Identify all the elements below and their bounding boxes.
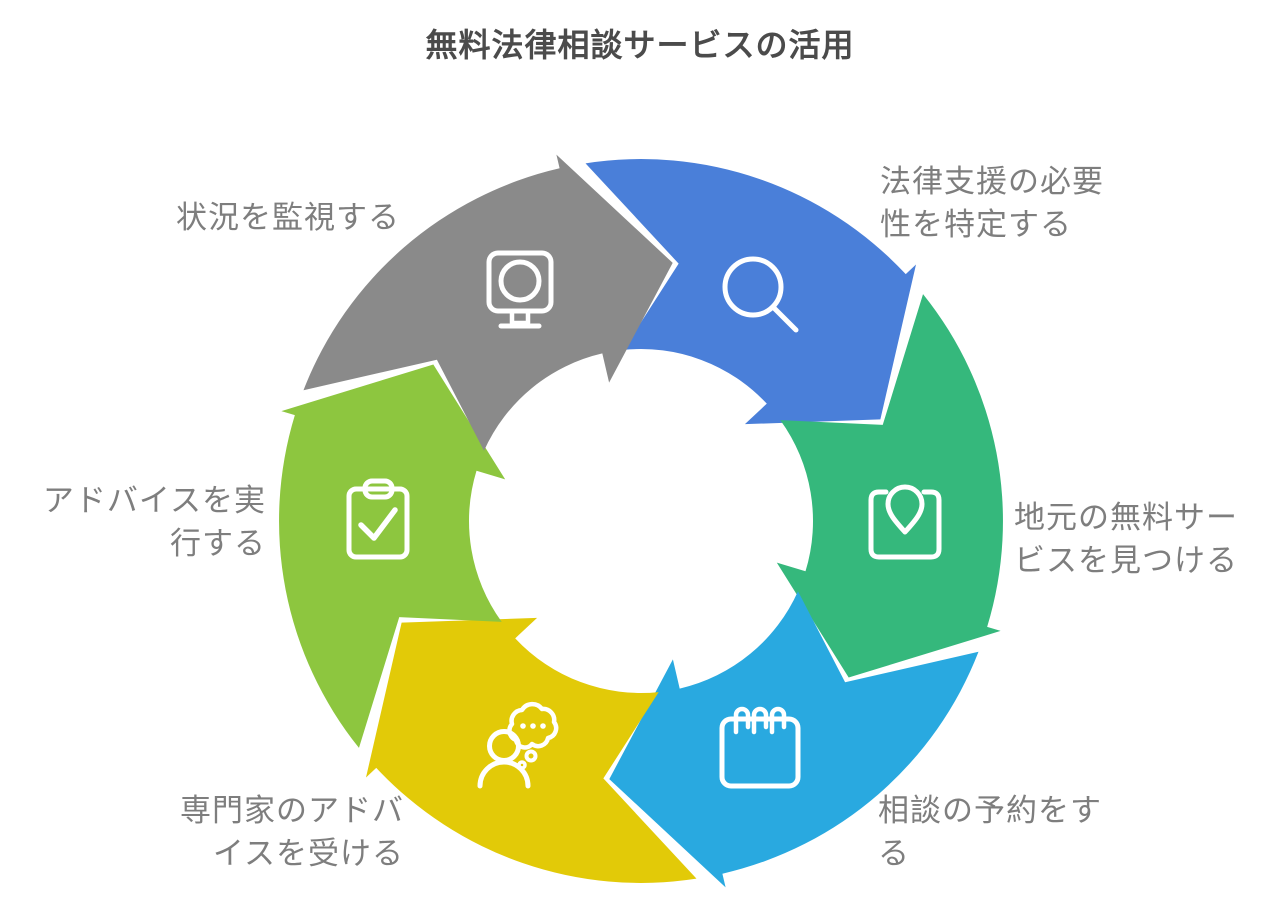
person-thought-icon	[477, 701, 559, 789]
label-identify-need: 法律支援の必要 性を特定する	[880, 164, 1104, 242]
label-receive-advice: 専門家のアドバ イスを受ける	[180, 793, 404, 871]
cycle-arrow-book-consultation	[609, 591, 979, 888]
calendar-icon	[719, 706, 801, 789]
monitor-icon	[486, 250, 554, 329]
label-monitor-situation: 状況を監視する	[176, 200, 400, 235]
cycle-arrow-identify-need	[585, 159, 917, 425]
label-book-consultation: 相談の予約をす る	[878, 793, 1102, 871]
page-title: 無料法律相談サービスの活用	[425, 27, 855, 63]
map-pin-icon	[868, 484, 942, 560]
label-implement-advice: アドバイスを実 行する	[42, 483, 266, 561]
clipboard-check-icon	[346, 478, 410, 560]
cycle-arrow-find-local-services	[776, 294, 1003, 678]
search-icon	[722, 256, 799, 333]
label-find-local-services: 地元の無料サー ビスを見つける	[1014, 500, 1238, 578]
